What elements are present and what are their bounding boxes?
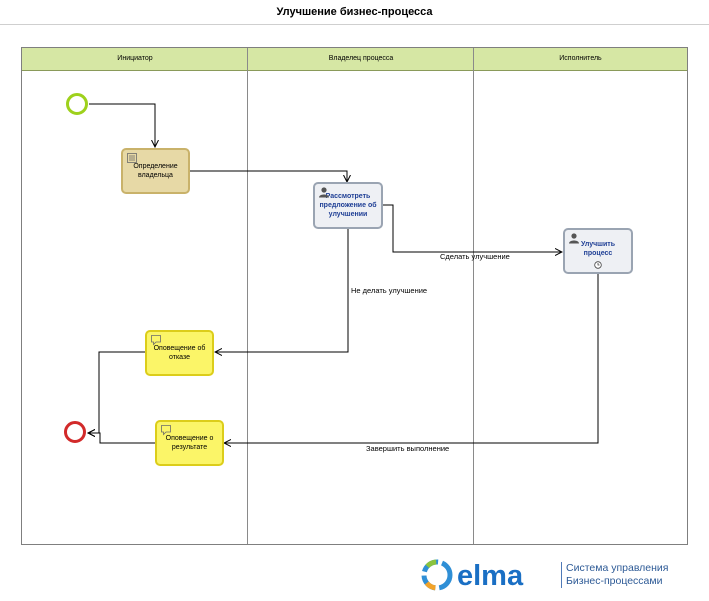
task-label: Оповещение об отказе: [153, 345, 206, 361]
flow-reject-to-end: [88, 351, 145, 433]
task-label: Рассмотреть предложение об улучшении: [319, 193, 377, 218]
message-icon: [151, 335, 161, 346]
flow-label-do-improvement: Сделать улучшение: [440, 252, 510, 261]
end-event[interactable]: [64, 421, 86, 443]
flow-define-owner-to-review: [190, 170, 347, 182]
title-divider: [0, 24, 709, 25]
brand-tagline: Система управления Бизнес-процессами: [566, 562, 668, 588]
flow-start-to-define-owner: [89, 103, 155, 147]
scroll-icon: [127, 153, 137, 163]
task-improve-process[interactable]: Улучшить процесс: [563, 228, 633, 274]
task-define-owner[interactable]: Определение владельца: [121, 148, 190, 194]
lane-separator: [473, 48, 474, 544]
task-result-notice[interactable]: Оповещение о результате: [155, 420, 224, 466]
clock-icon: [594, 261, 602, 269]
flow-label-no-improvement: Не делать улучшение: [351, 286, 428, 295]
elma-logo: elma: [421, 559, 524, 592]
lane-header-owner: Владелец процесса: [248, 48, 474, 71]
start-event[interactable]: [66, 93, 88, 115]
task-reject-notice[interactable]: Оповещение об отказе: [145, 330, 214, 376]
task-label: Оповещение о результате: [165, 435, 214, 451]
task-label: Определение владельца: [133, 163, 178, 179]
lane-separator: [247, 48, 248, 544]
brand-divider: [561, 562, 562, 588]
flow-label-finish: Завершить выполнение: [366, 444, 450, 453]
brand-line-2: Бизнес-процессами: [566, 575, 663, 587]
logo-wordmark: elma: [457, 560, 524, 592]
brand-line-1: Система управления: [566, 562, 669, 574]
flow-finish: [224, 274, 599, 443]
process-pool: Инициатор Владелец процесса Исполнитель: [21, 47, 688, 545]
task-review-proposal[interactable]: Рассмотреть предложение об улучшении: [313, 182, 383, 229]
lane-header-initiator: Инициатор: [22, 48, 248, 71]
diagram-title: Улучшение бизнес-процесса: [276, 6, 433, 18]
message-icon: [161, 425, 171, 436]
flow-do-improvement: [382, 204, 562, 252]
task-label: Улучшить процесс: [580, 241, 616, 257]
lane-header-executor: Исполнитель: [474, 48, 687, 71]
user-icon: [319, 187, 329, 198]
flow-result-to-end: [88, 433, 155, 444]
user-icon: [569, 233, 579, 244]
flow-no-improvement: [215, 229, 349, 352]
